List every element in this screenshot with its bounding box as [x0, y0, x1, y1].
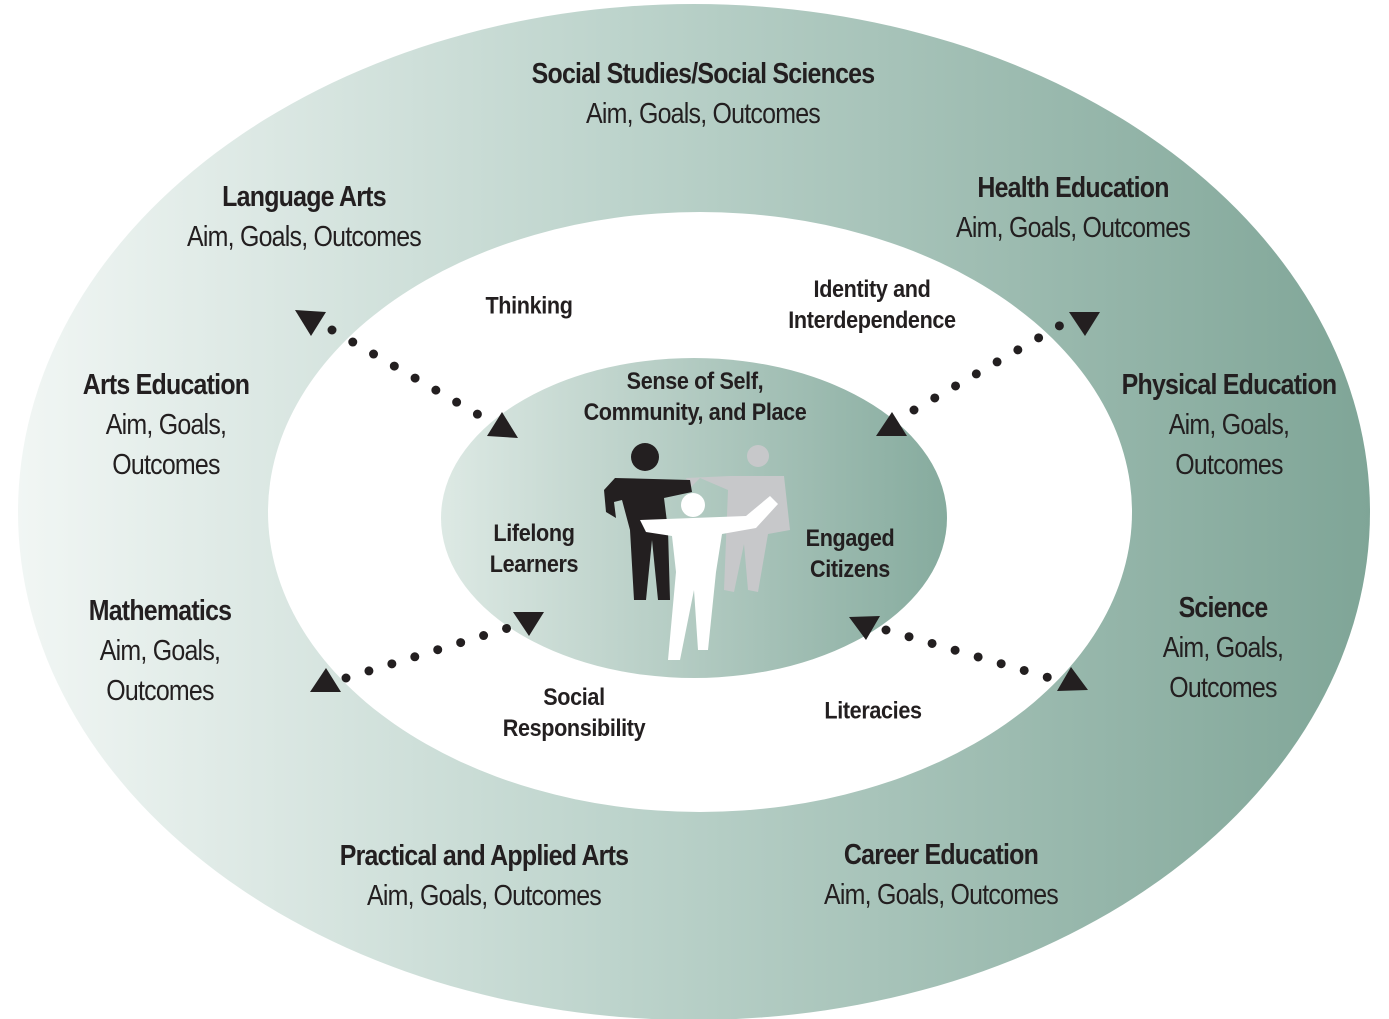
- subject-title: Practical and Applied Arts: [339, 840, 629, 872]
- arrowhead-icon: [295, 310, 326, 336]
- subject-title: Language Arts: [222, 181, 386, 213]
- arrowhead-icon: [1069, 312, 1100, 336]
- goal-lifelong-learners: Lifelong Learners: [489, 520, 579, 578]
- subject-science: Science Aim, Goals, Outcomes: [1162, 588, 1284, 708]
- subject-body: Aim, Goals, Outcomes: [823, 879, 1059, 911]
- competency-social-responsibility: Social Responsibility: [502, 684, 646, 742]
- arrowhead-icon: [513, 612, 544, 636]
- dotted-connector: [881, 625, 1055, 683]
- three-people-icon: [604, 443, 790, 660]
- subject-body: Aim, Goals, Outcomes: [1168, 409, 1290, 481]
- subject-career-education: Career Education Aim, Goals, Outcomes: [823, 835, 1059, 915]
- goal-engaged-citizens: Engaged Citizens: [805, 525, 895, 583]
- subject-arts-education: Arts Education Aim, Goals, Outcomes: [83, 365, 250, 485]
- competency-identity: Identity and Interdependence: [788, 276, 956, 334]
- subject-body: Aim, Goals, Outcomes: [105, 409, 227, 481]
- subject-title: Physical Education: [1121, 369, 1338, 401]
- competency-literacies: Literacies: [824, 697, 922, 725]
- arrowhead-icon: [849, 616, 880, 640]
- dotted-connector: [341, 623, 513, 683]
- subject-title: Career Education: [843, 839, 1039, 871]
- subject-body: Aim, Goals, Outcomes: [99, 635, 221, 707]
- subject-title: Health Education: [977, 172, 1169, 204]
- subject-title: Arts Education: [82, 369, 250, 401]
- subject-title: Social Studies/Social Sciences: [531, 58, 876, 90]
- arrowhead-icon: [310, 668, 341, 692]
- subject-language-arts: Language Arts Aim, Goals, Outcomes: [186, 177, 422, 257]
- arrowhead-icon: [487, 412, 518, 438]
- subject-health-education: Health Education Aim, Goals, Outcomes: [955, 168, 1191, 248]
- dotted-connector: [327, 325, 489, 423]
- connector-arrows: [295, 310, 1100, 692]
- subject-body: Aim, Goals, Outcomes: [366, 880, 602, 912]
- subject-physical-education: Physical Education Aim, Goals, Outcomes: [1121, 365, 1338, 485]
- subject-body: Aim, Goals, Outcomes: [955, 212, 1191, 244]
- goal-sense-of-self: Sense of Self, Community, and Place: [583, 368, 807, 426]
- subject-body: Aim, Goals, Outcomes: [1162, 632, 1284, 704]
- subject-body: Aim, Goals, Outcomes: [186, 221, 422, 253]
- subject-body: Aim, Goals, Outcomes: [585, 98, 821, 130]
- subject-practical-applied-arts: Practical and Applied Arts Aim, Goals, O…: [339, 836, 629, 916]
- dotted-connector: [909, 317, 1071, 415]
- subject-title: Mathematics: [88, 595, 232, 627]
- subject-mathematics: Mathematics Aim, Goals, Outcomes: [89, 591, 232, 711]
- arrowhead-icon: [876, 412, 907, 436]
- competency-thinking: Thinking: [485, 292, 573, 320]
- subject-title: Science: [1178, 592, 1269, 624]
- subject-social-studies: Social Studies/Social Sciences Aim, Goal…: [531, 54, 876, 134]
- arrowhead-icon: [1057, 667, 1088, 691]
